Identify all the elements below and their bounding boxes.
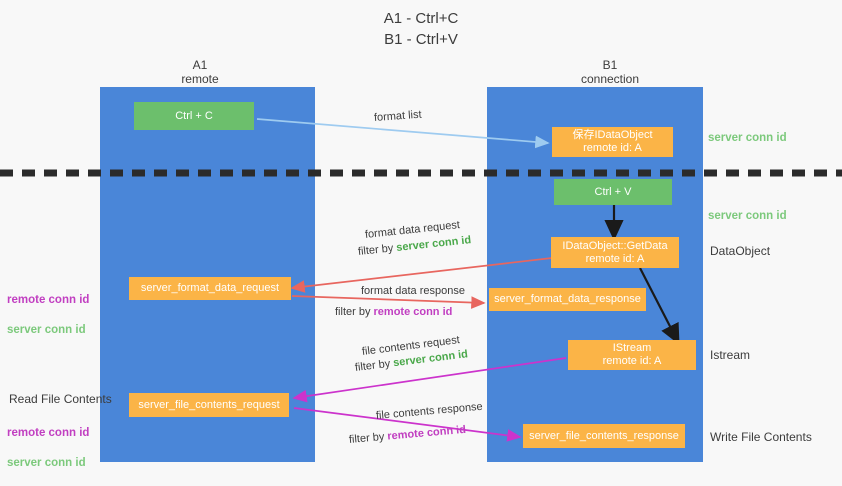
arrow-label-format-data-response-text: format data response [361, 285, 465, 297]
filter-by-text-2: filter by [335, 306, 374, 318]
page-title: A1 - Ctrl+C B1 - Ctrl+V [383, 10, 459, 48]
right-label-dataobject: DataObject [710, 244, 771, 258]
filter-by-text-3: filter by [354, 357, 394, 374]
server-format-data-request-box[interactable]: server_format_data_request [129, 277, 291, 300]
arrow-label-format-data-response-filter: filter by remote conn id [335, 305, 452, 319]
emphasis-remote-conn-id-1: remote conn id [373, 306, 453, 318]
left-label-format-conn-ids: remote conn id server conn id [7, 278, 89, 353]
save-idataobject-box[interactable]: 保存IDataObject remote id: A [552, 127, 673, 157]
arrow-label-file-contents-response-text: file contents response [375, 400, 484, 422]
filter-by-text-1: filter by [357, 242, 397, 258]
left-label-server-conn-id-2: server conn id [7, 457, 86, 469]
arrow-label-format-list: format list [374, 108, 423, 125]
left-label-server-conn-id-1: server conn id [7, 324, 86, 336]
filter-by-text-4: filter by [348, 430, 388, 446]
server-format-data-response-box[interactable]: server_format_data_response [489, 288, 646, 311]
arrow-label-file-contents-response-filter: filter by remote conn id [348, 423, 466, 447]
right-label-server-conn-id-2: server conn id [708, 210, 787, 222]
server-file-contents-request-box[interactable]: server_file_contents_request [129, 393, 289, 417]
idataobject-getdata-box[interactable]: IDataObject::GetData remote id: A [551, 237, 679, 268]
ctrl-v-box[interactable]: Ctrl + V [554, 179, 672, 205]
left-label-remote-conn-id-1: remote conn id [7, 294, 90, 306]
server-file-contents-response-box[interactable]: server_file_contents_response [523, 424, 685, 448]
column-header-a1: A1 remote [181, 58, 219, 86]
arrow-label-format-list-text: format list [373, 108, 422, 124]
emphasis-remote-conn-id-2: remote conn id [386, 423, 467, 443]
right-label-write-file-contents: Write File Contents [710, 430, 812, 444]
right-label-istream: Istream [710, 348, 751, 362]
left-label-file-conn-ids: remote conn id server conn id [7, 411, 89, 486]
arrow-label-format-data-response: format data response [361, 284, 465, 298]
right-label-server-conn-id-1: server conn id [708, 132, 787, 144]
arrow-label-file-contents-response: file contents response [375, 400, 483, 423]
ctrl-c-box[interactable]: Ctrl + C [134, 102, 254, 130]
column-header-b1: B1 connection [580, 58, 640, 86]
left-label-read-file-contents: Read File Contents [9, 392, 112, 406]
istream-box[interactable]: IStream remote id: A [568, 340, 696, 370]
left-label-remote-conn-id-2: remote conn id [7, 427, 90, 439]
